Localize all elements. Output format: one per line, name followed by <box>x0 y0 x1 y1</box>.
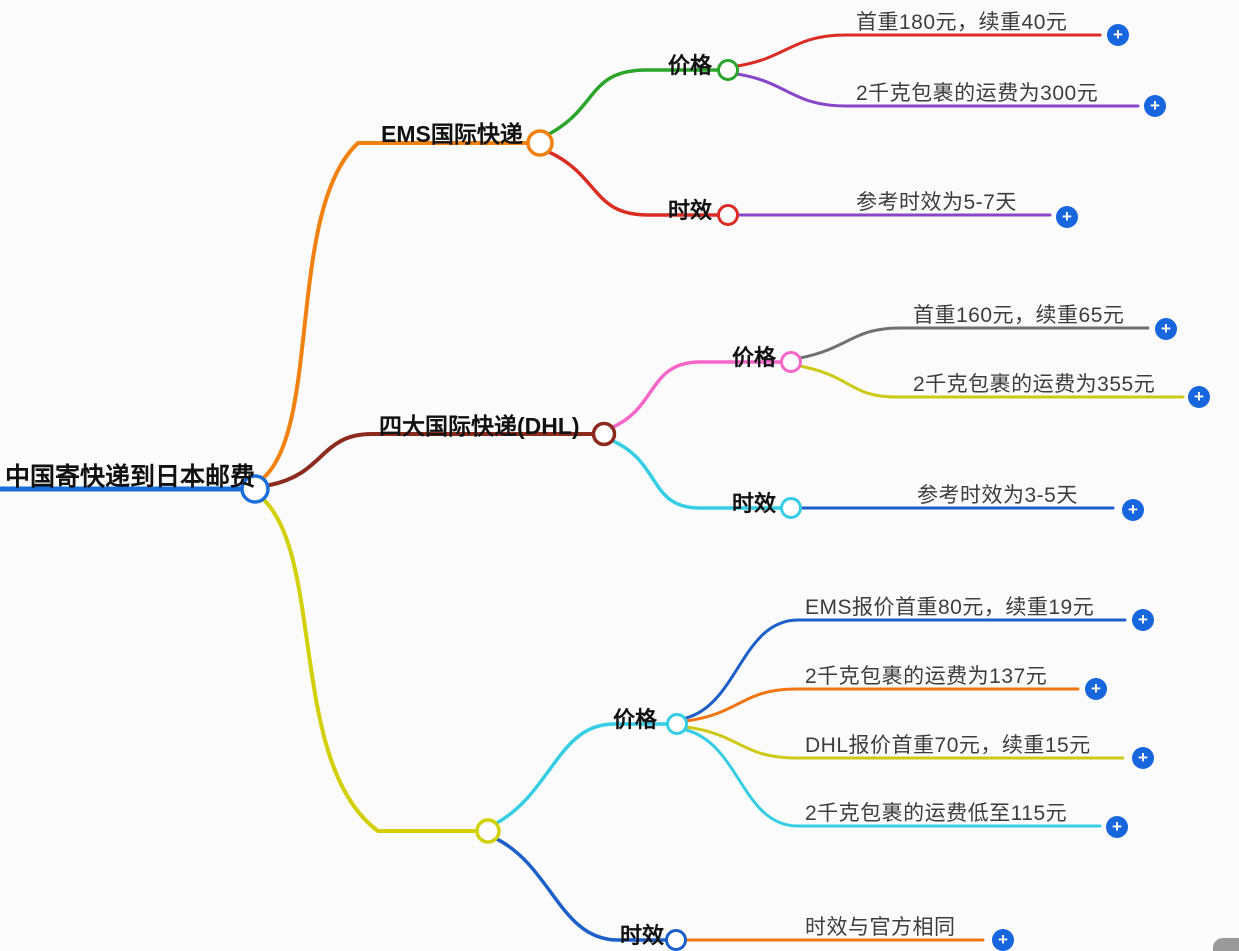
corner-widget <box>1213 938 1239 951</box>
plus-icon: + <box>1194 386 1204 406</box>
label-branch3-price[interactable]: 价格 <box>613 707 658 732</box>
edge-root-ems <box>259 141 530 482</box>
edge-dhl-time <box>609 438 782 510</box>
add-child-button-branch3-price-4[interactable]: + <box>1106 816 1128 838</box>
plus-icon: + <box>1062 206 1072 226</box>
edge-ems-price-leaf2 <box>735 72 1140 108</box>
label-ems-time[interactable]: 时效 <box>668 198 713 223</box>
edge-branch3-price <box>493 722 669 826</box>
edge-dhl-price <box>609 360 782 430</box>
edge-branch3-price-leaf2 <box>684 687 1080 723</box>
add-child-button-ems-price-2[interactable]: + <box>1144 95 1166 117</box>
node-toggle-branch3-price[interactable] <box>666 713 688 735</box>
label-dhl-price[interactable]: 价格 <box>732 345 777 370</box>
root-node-label[interactable]: 中国寄快递到日本邮费 <box>5 463 256 491</box>
edge-root-branch3 <box>260 496 479 833</box>
label-ems-price[interactable]: 价格 <box>668 53 713 78</box>
plus-icon: + <box>1150 95 1160 115</box>
node-toggle-root[interactable] <box>240 474 270 504</box>
plus-icon: + <box>1112 816 1122 836</box>
node-toggle-ems[interactable] <box>526 129 554 157</box>
edge-dhl-price-leaf2 <box>798 364 1185 399</box>
leaf-dhl-price-2[interactable]: 2千克包裹的运费为355元 <box>913 373 1156 396</box>
add-child-button-branch3-time-1[interactable]: + <box>992 929 1014 951</box>
add-child-button-dhl-price-1[interactable]: + <box>1155 318 1177 340</box>
plus-icon: + <box>1138 609 1148 629</box>
leaf-branch3-price-4[interactable]: 2千克包裹的运费低至115元 <box>805 802 1068 825</box>
plus-icon: + <box>1113 24 1123 44</box>
plus-icon: + <box>998 929 1008 949</box>
plus-icon: + <box>1091 678 1101 698</box>
leaf-ems-time-1[interactable]: 参考时效为5-7天 <box>856 191 1017 214</box>
node-toggle-dhl[interactable] <box>591 421 617 447</box>
add-child-button-branch3-price-2[interactable]: + <box>1085 678 1107 700</box>
add-child-button-ems-price-1[interactable]: + <box>1107 24 1129 46</box>
node-toggle-dhl-time[interactable] <box>780 497 802 519</box>
leaf-branch3-time-1[interactable]: 时效与官方相同 <box>805 916 956 939</box>
leaf-dhl-price-1[interactable]: 首重160元，续重65元 <box>913 304 1125 327</box>
leaf-branch3-price-2[interactable]: 2千克包裹的运费为137元 <box>805 665 1048 688</box>
edge-ems-time <box>547 150 720 217</box>
leaf-branch3-price-1[interactable]: EMS报价首重80元，续重19元 <box>805 596 1095 619</box>
edge-branch3-price-leaf4 <box>684 728 1102 828</box>
edge-branch3-time <box>493 836 667 942</box>
leaf-branch3-price-3[interactable]: DHL报价首重70元，续重15元 <box>805 734 1091 757</box>
plus-icon: + <box>1161 318 1171 338</box>
node-toggle-branch3-time[interactable] <box>665 929 687 951</box>
label-branch3-time[interactable]: 时效 <box>620 923 665 948</box>
branch-label-ems[interactable]: EMS国际快递 <box>381 121 523 147</box>
leaf-dhl-time-1[interactable]: 参考时效为3-5天 <box>917 484 1078 507</box>
edge-ems-price-leaf1 <box>735 33 1102 68</box>
plus-icon: + <box>1138 747 1148 767</box>
node-toggle-dhl-price[interactable] <box>780 351 802 373</box>
add-child-button-branch3-price-1[interactable]: + <box>1132 609 1154 631</box>
edge-dhl-price-leaf1 <box>798 326 1150 360</box>
edge-branch3-price-leaf1 <box>684 618 1127 720</box>
add-child-button-dhl-time-1[interactable]: + <box>1122 499 1144 521</box>
edge-ems-price <box>547 68 720 136</box>
plus-icon: + <box>1128 499 1138 519</box>
leaf-ems-price-1[interactable]: 首重180元，续重40元 <box>856 11 1068 34</box>
edge-branch3-price-leaf3 <box>684 725 1125 760</box>
leaf-ems-price-2[interactable]: 2千克包裹的运费为300元 <box>856 82 1099 105</box>
label-dhl-time[interactable]: 时效 <box>732 491 777 516</box>
node-toggle-ems-time[interactable] <box>717 204 739 226</box>
branch-label-dhl[interactable]: 四大国际快递(DHL) <box>379 413 580 439</box>
add-child-button-branch3-price-3[interactable]: + <box>1132 747 1154 769</box>
add-child-button-dhl-price-2[interactable]: + <box>1188 386 1210 408</box>
add-child-button-ems-time-1[interactable]: + <box>1056 206 1078 228</box>
node-toggle-ems-price[interactable] <box>717 59 739 81</box>
edge-root-dhl <box>268 432 594 487</box>
node-toggle-branch3[interactable] <box>475 818 501 844</box>
